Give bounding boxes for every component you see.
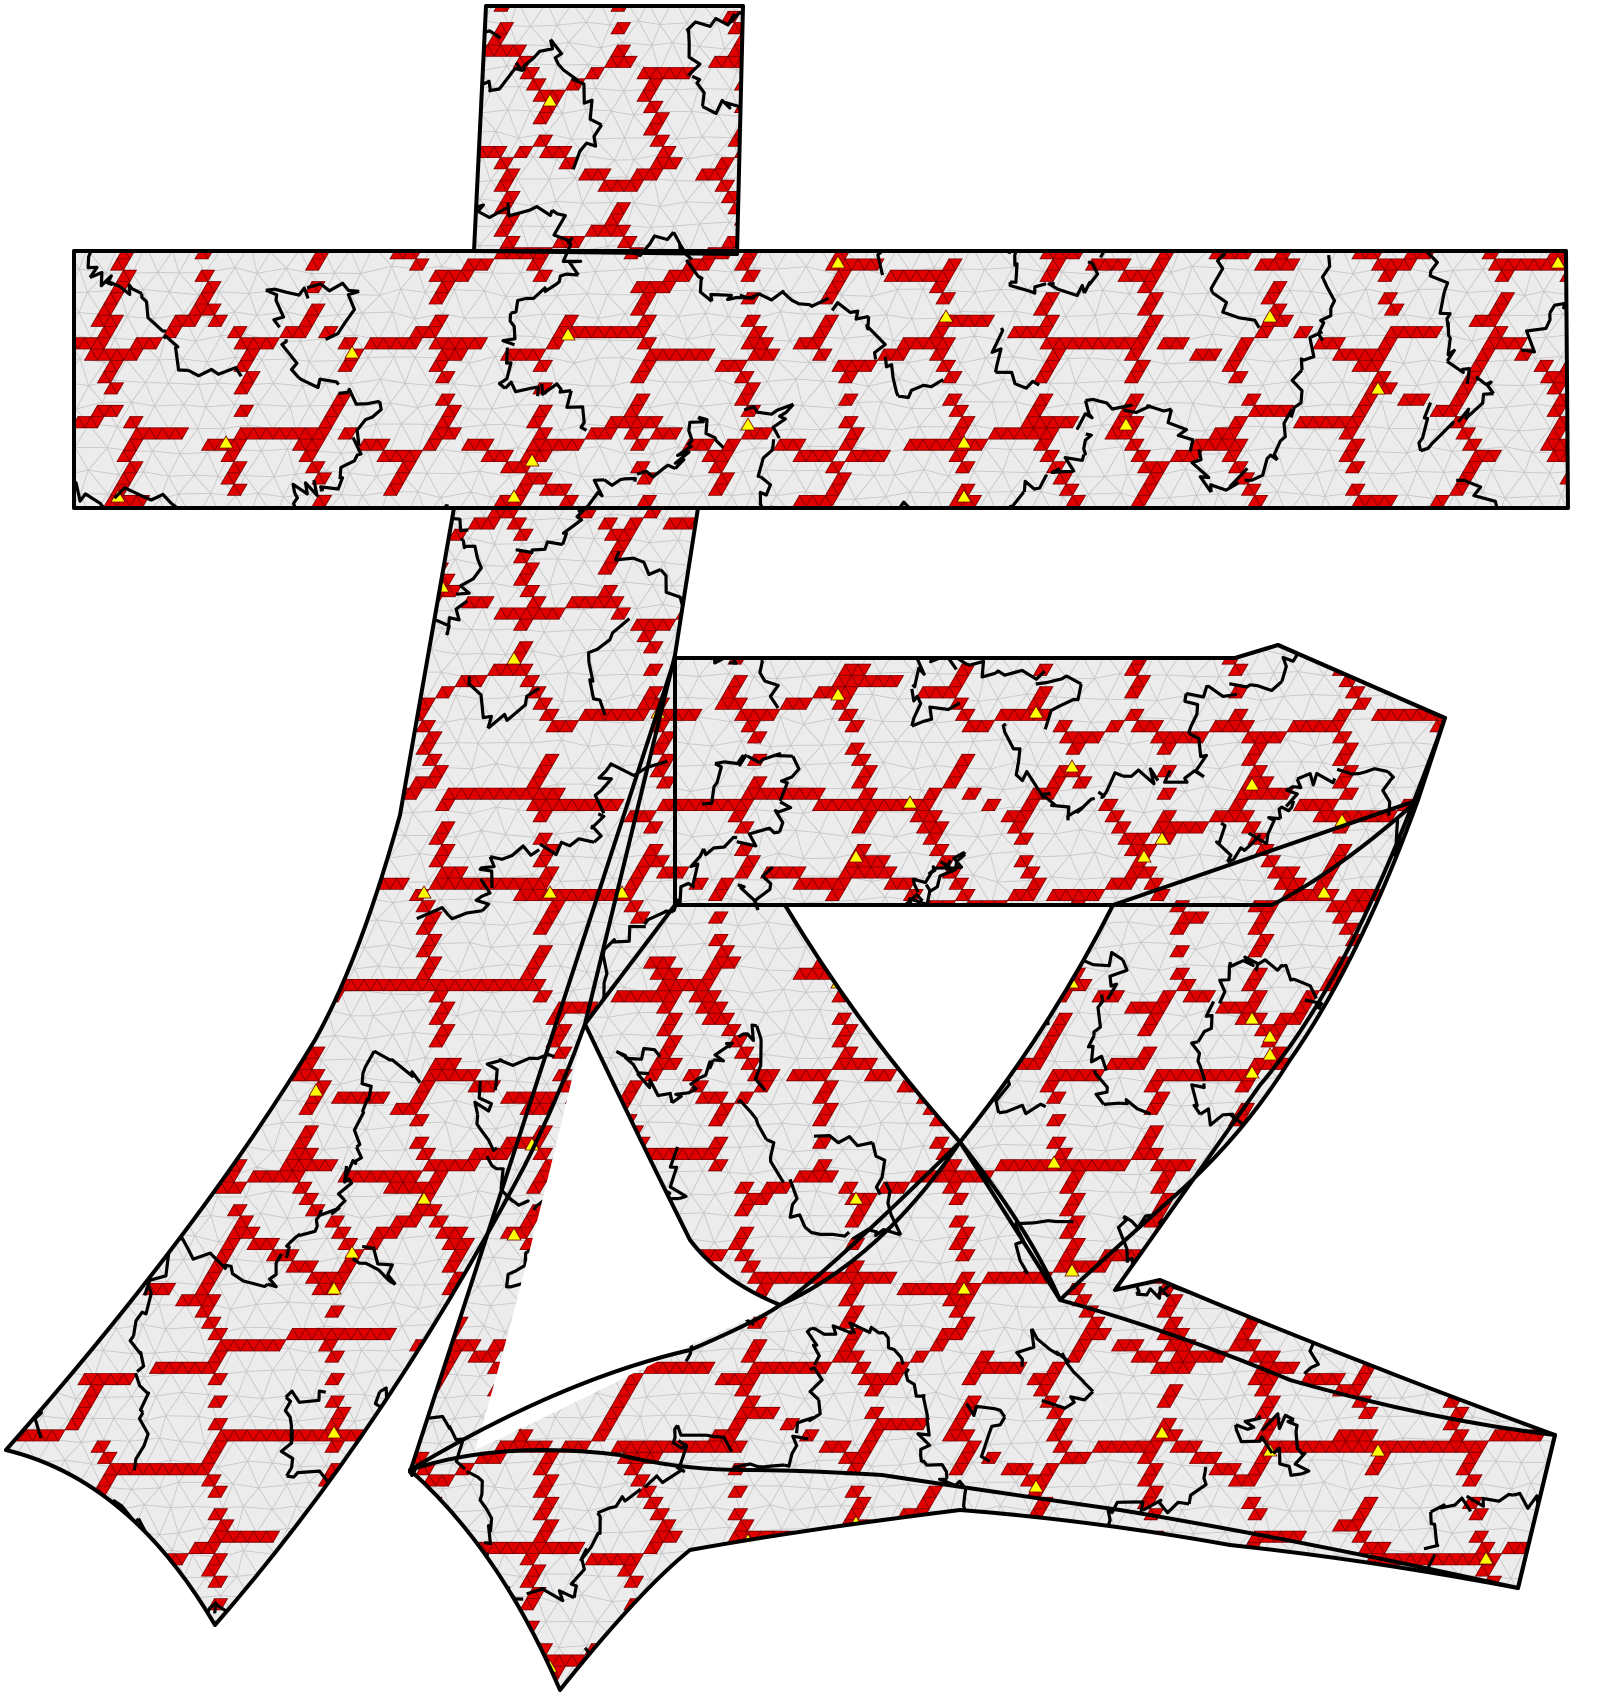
hand-top-band	[673, 643, 1447, 907]
horizontal-bar	[72, 249, 1570, 510]
hand-block	[408, 643, 1557, 1590]
left-sweep-stroke	[4, 506, 700, 1627]
top-vertical-bar	[472, 4, 745, 256]
left-gap	[475, 1024, 780, 1450]
glyph-outline	[4, 4, 1570, 1692]
bottom-sweep-stroke	[408, 1140, 1557, 1692]
inner-hole	[783, 903, 1115, 1144]
